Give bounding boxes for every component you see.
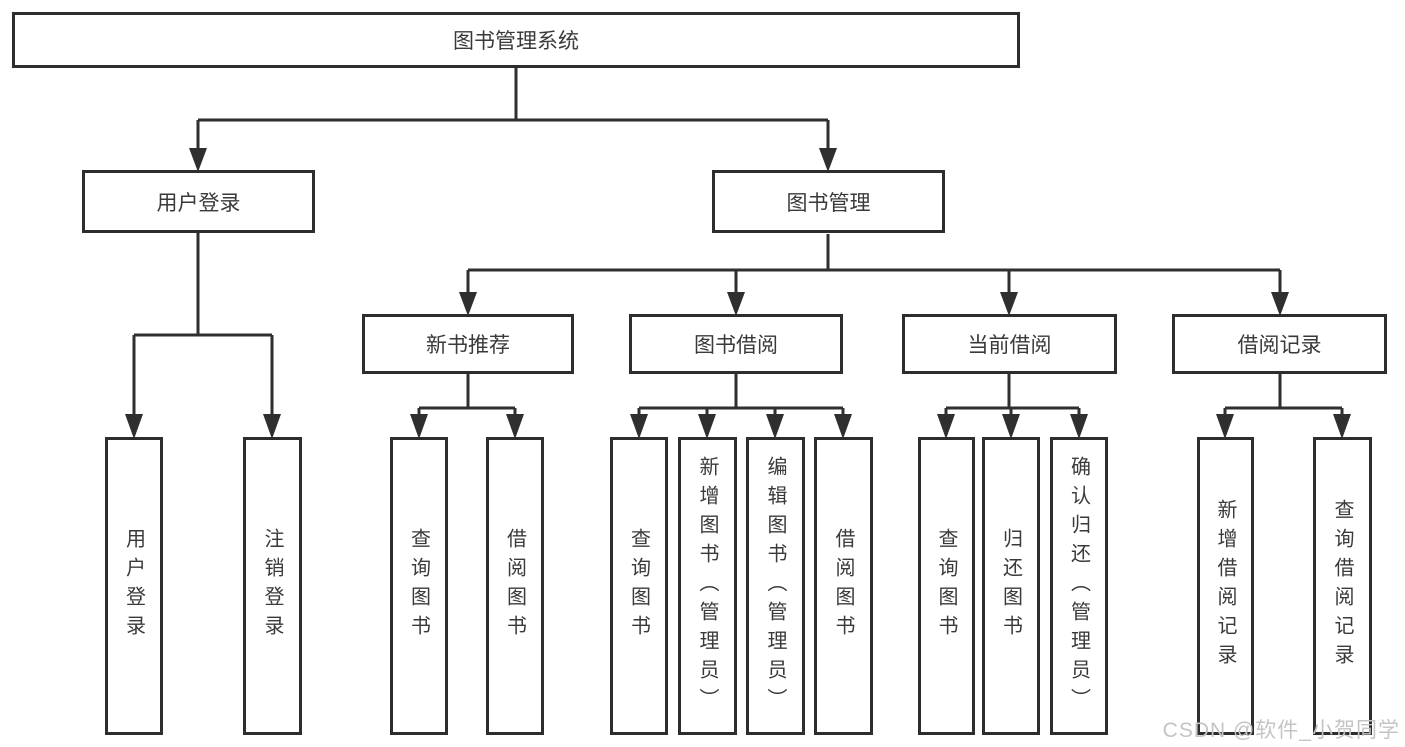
node-book-borrowing: 图书借阅 <box>629 314 843 374</box>
leaf-borrow-books-borrow: 借阅图书 <box>814 437 873 735</box>
leaf-query-books-borrow: 查询图书 <box>610 437 668 735</box>
leaf-add-borrow-record: 新增借阅记录 <box>1197 437 1254 735</box>
node-label: 当前借阅 <box>967 334 1052 357</box>
node-label: 借阅图书 <box>503 528 526 644</box>
node-label: 用户登录 <box>122 528 145 644</box>
connector-root-to-level2 <box>189 68 837 172</box>
node-label: 查询图书 <box>935 528 957 644</box>
leaf-confirm-return-admin: 确认归还（管理员） <box>1050 437 1108 735</box>
connector-current-borrowing-to-leaves <box>937 374 1088 439</box>
leaf-query-books-current: 查询图书 <box>918 437 975 735</box>
node-label: 查询图书 <box>407 528 430 644</box>
node-label: 图书管理系统 <box>453 30 579 53</box>
leaf-add-book-admin: 新增图书（管理员） <box>678 437 737 735</box>
leaf-edit-book-admin: 编辑图书（管理员） <box>746 437 805 735</box>
connector-new-book-recommendation-to-leaves <box>410 374 524 439</box>
connector-book-borrowing-to-leaves <box>630 374 852 439</box>
node-borrowing-records: 借阅记录 <box>1172 314 1387 374</box>
leaf-user-login: 用户登录 <box>105 437 163 735</box>
node-label: 编辑图书（管理员） <box>764 455 786 717</box>
node-label: 借阅图书 <box>832 528 854 644</box>
node-label: 新增借阅记录 <box>1214 499 1236 673</box>
node-label: 新书推荐 <box>426 334 510 357</box>
node-label: 确认归还（管理员） <box>1067 455 1090 717</box>
leaf-logout: 注销登录 <box>243 437 302 735</box>
leaf-borrow-books-recommend: 借阅图书 <box>486 437 544 735</box>
csdn-watermark: CSDN @软件_小贺同学 <box>1162 719 1400 742</box>
connector-borrowing-records-to-leaves <box>1216 374 1351 439</box>
node-book-management: 图书管理 <box>712 170 945 233</box>
connector-user-login-to-leaves <box>125 233 281 439</box>
node-library-management-system: 图书管理系统 <box>12 12 1020 68</box>
node-label: 查询图书 <box>627 528 650 644</box>
node-label: 新增图书（管理员） <box>696 455 718 717</box>
node-label: 查询借阅记录 <box>1331 499 1353 673</box>
leaf-query-borrow-record: 查询借阅记录 <box>1313 437 1372 735</box>
node-label: 注销登录 <box>261 528 283 644</box>
node-label: 借阅记录 <box>1237 334 1322 357</box>
node-current-borrowing: 当前借阅 <box>902 314 1117 374</box>
node-label: 归还图书 <box>999 528 1022 644</box>
connector-book-management-to-level3 <box>459 234 1289 316</box>
leaf-query-books-recommend: 查询图书 <box>390 437 448 735</box>
node-label: 图书管理 <box>786 191 871 215</box>
leaf-return-book: 归还图书 <box>982 437 1040 735</box>
node-label: 用户登录 <box>156 191 241 215</box>
node-user-login-group: 用户登录 <box>82 170 315 233</box>
node-label: 图书借阅 <box>694 334 778 357</box>
node-new-book-recommendation: 新书推荐 <box>362 314 574 374</box>
